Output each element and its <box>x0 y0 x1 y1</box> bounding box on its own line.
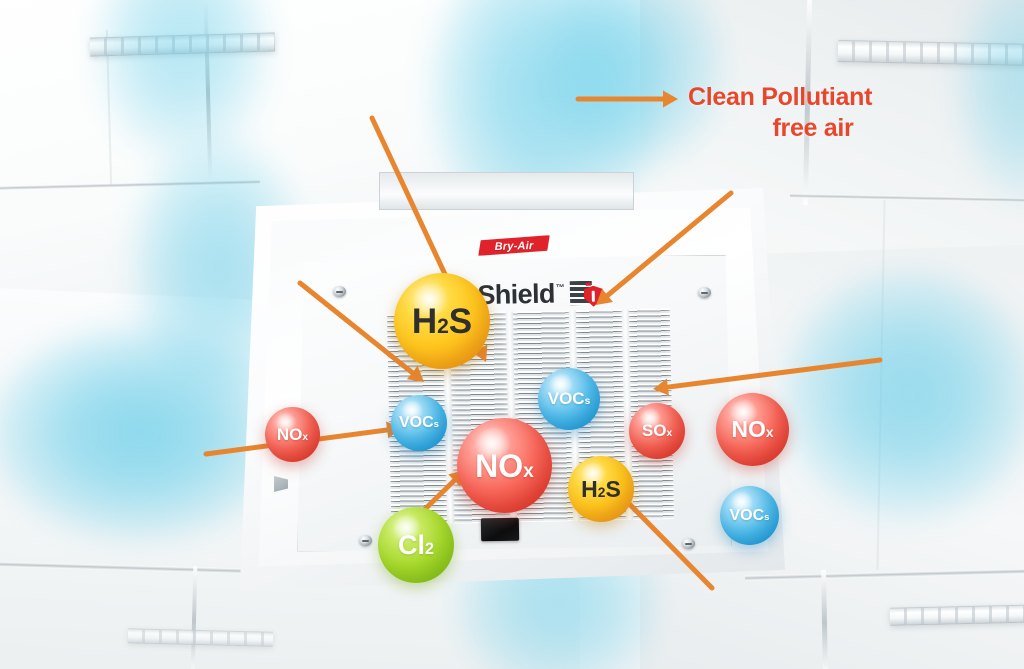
faceplate-screw-bottom-left <box>359 535 372 546</box>
molecule-formula-main: VOC <box>729 506 765 524</box>
molecule-formula-main: SO <box>641 421 667 441</box>
diffuser-slats <box>889 605 1024 625</box>
molecule-formula-main: H <box>411 301 438 341</box>
molecule-formula-subscript: x <box>765 425 774 440</box>
molecule-formula-subscript: 2 <box>437 314 449 338</box>
vshield-trademark-symbol: ™ <box>555 282 565 293</box>
molecule-formula-subscript: x <box>523 460 534 482</box>
molecule-formula-main: NO <box>276 424 303 444</box>
molecule-formula-subscript: s <box>433 419 439 430</box>
unit-air-inlet-duct <box>379 171 634 211</box>
faceplate-screw-top-left <box>333 286 346 297</box>
diffuser-slats <box>837 40 1024 66</box>
molecule-formula-subscript: 2 <box>424 539 434 558</box>
caption-line-1: Clean Pollutiant <box>688 83 873 111</box>
unit-side-vent <box>274 476 288 492</box>
molecule-formula-subscript: 2 <box>597 484 606 500</box>
diffuser-slats <box>127 629 274 646</box>
molecule-formula-tail: S <box>448 301 473 341</box>
unit-sensor-window <box>480 517 520 542</box>
ceiling-diffuser-top-right <box>837 39 1024 67</box>
molecule-formula-main: NO <box>731 416 766 442</box>
molecule-formula-main: Cl <box>397 529 425 560</box>
faceplate-screw-top-right <box>698 287 711 298</box>
molecule-formula-main: NO <box>475 447 524 484</box>
molecule-formula-tail: S <box>605 475 621 502</box>
molecule-formula-main: VOC <box>398 414 434 431</box>
ceiling-diffuser-bottom-right <box>889 604 1024 626</box>
faceplate-screw-bottom-right <box>682 538 695 549</box>
molecule-formula-main: VOC <box>547 389 585 409</box>
clean-air-caption: Clean Pollutiant free air <box>688 82 938 143</box>
molecule-formula-subscript: x <box>302 431 309 443</box>
bry-air-logo: Bry-Air <box>478 235 550 256</box>
molecule-formula-main: H <box>581 475 598 502</box>
molecule-formula-subscript: x <box>666 428 673 440</box>
bry-air-logo-text: Bry-Air <box>494 239 534 253</box>
caption-line-2: free air <box>772 113 854 142</box>
vshield-shield-icon <box>569 280 605 308</box>
molecule-formula-subscript: s <box>584 396 591 408</box>
molecule-formula-subscript: s <box>764 511 770 523</box>
